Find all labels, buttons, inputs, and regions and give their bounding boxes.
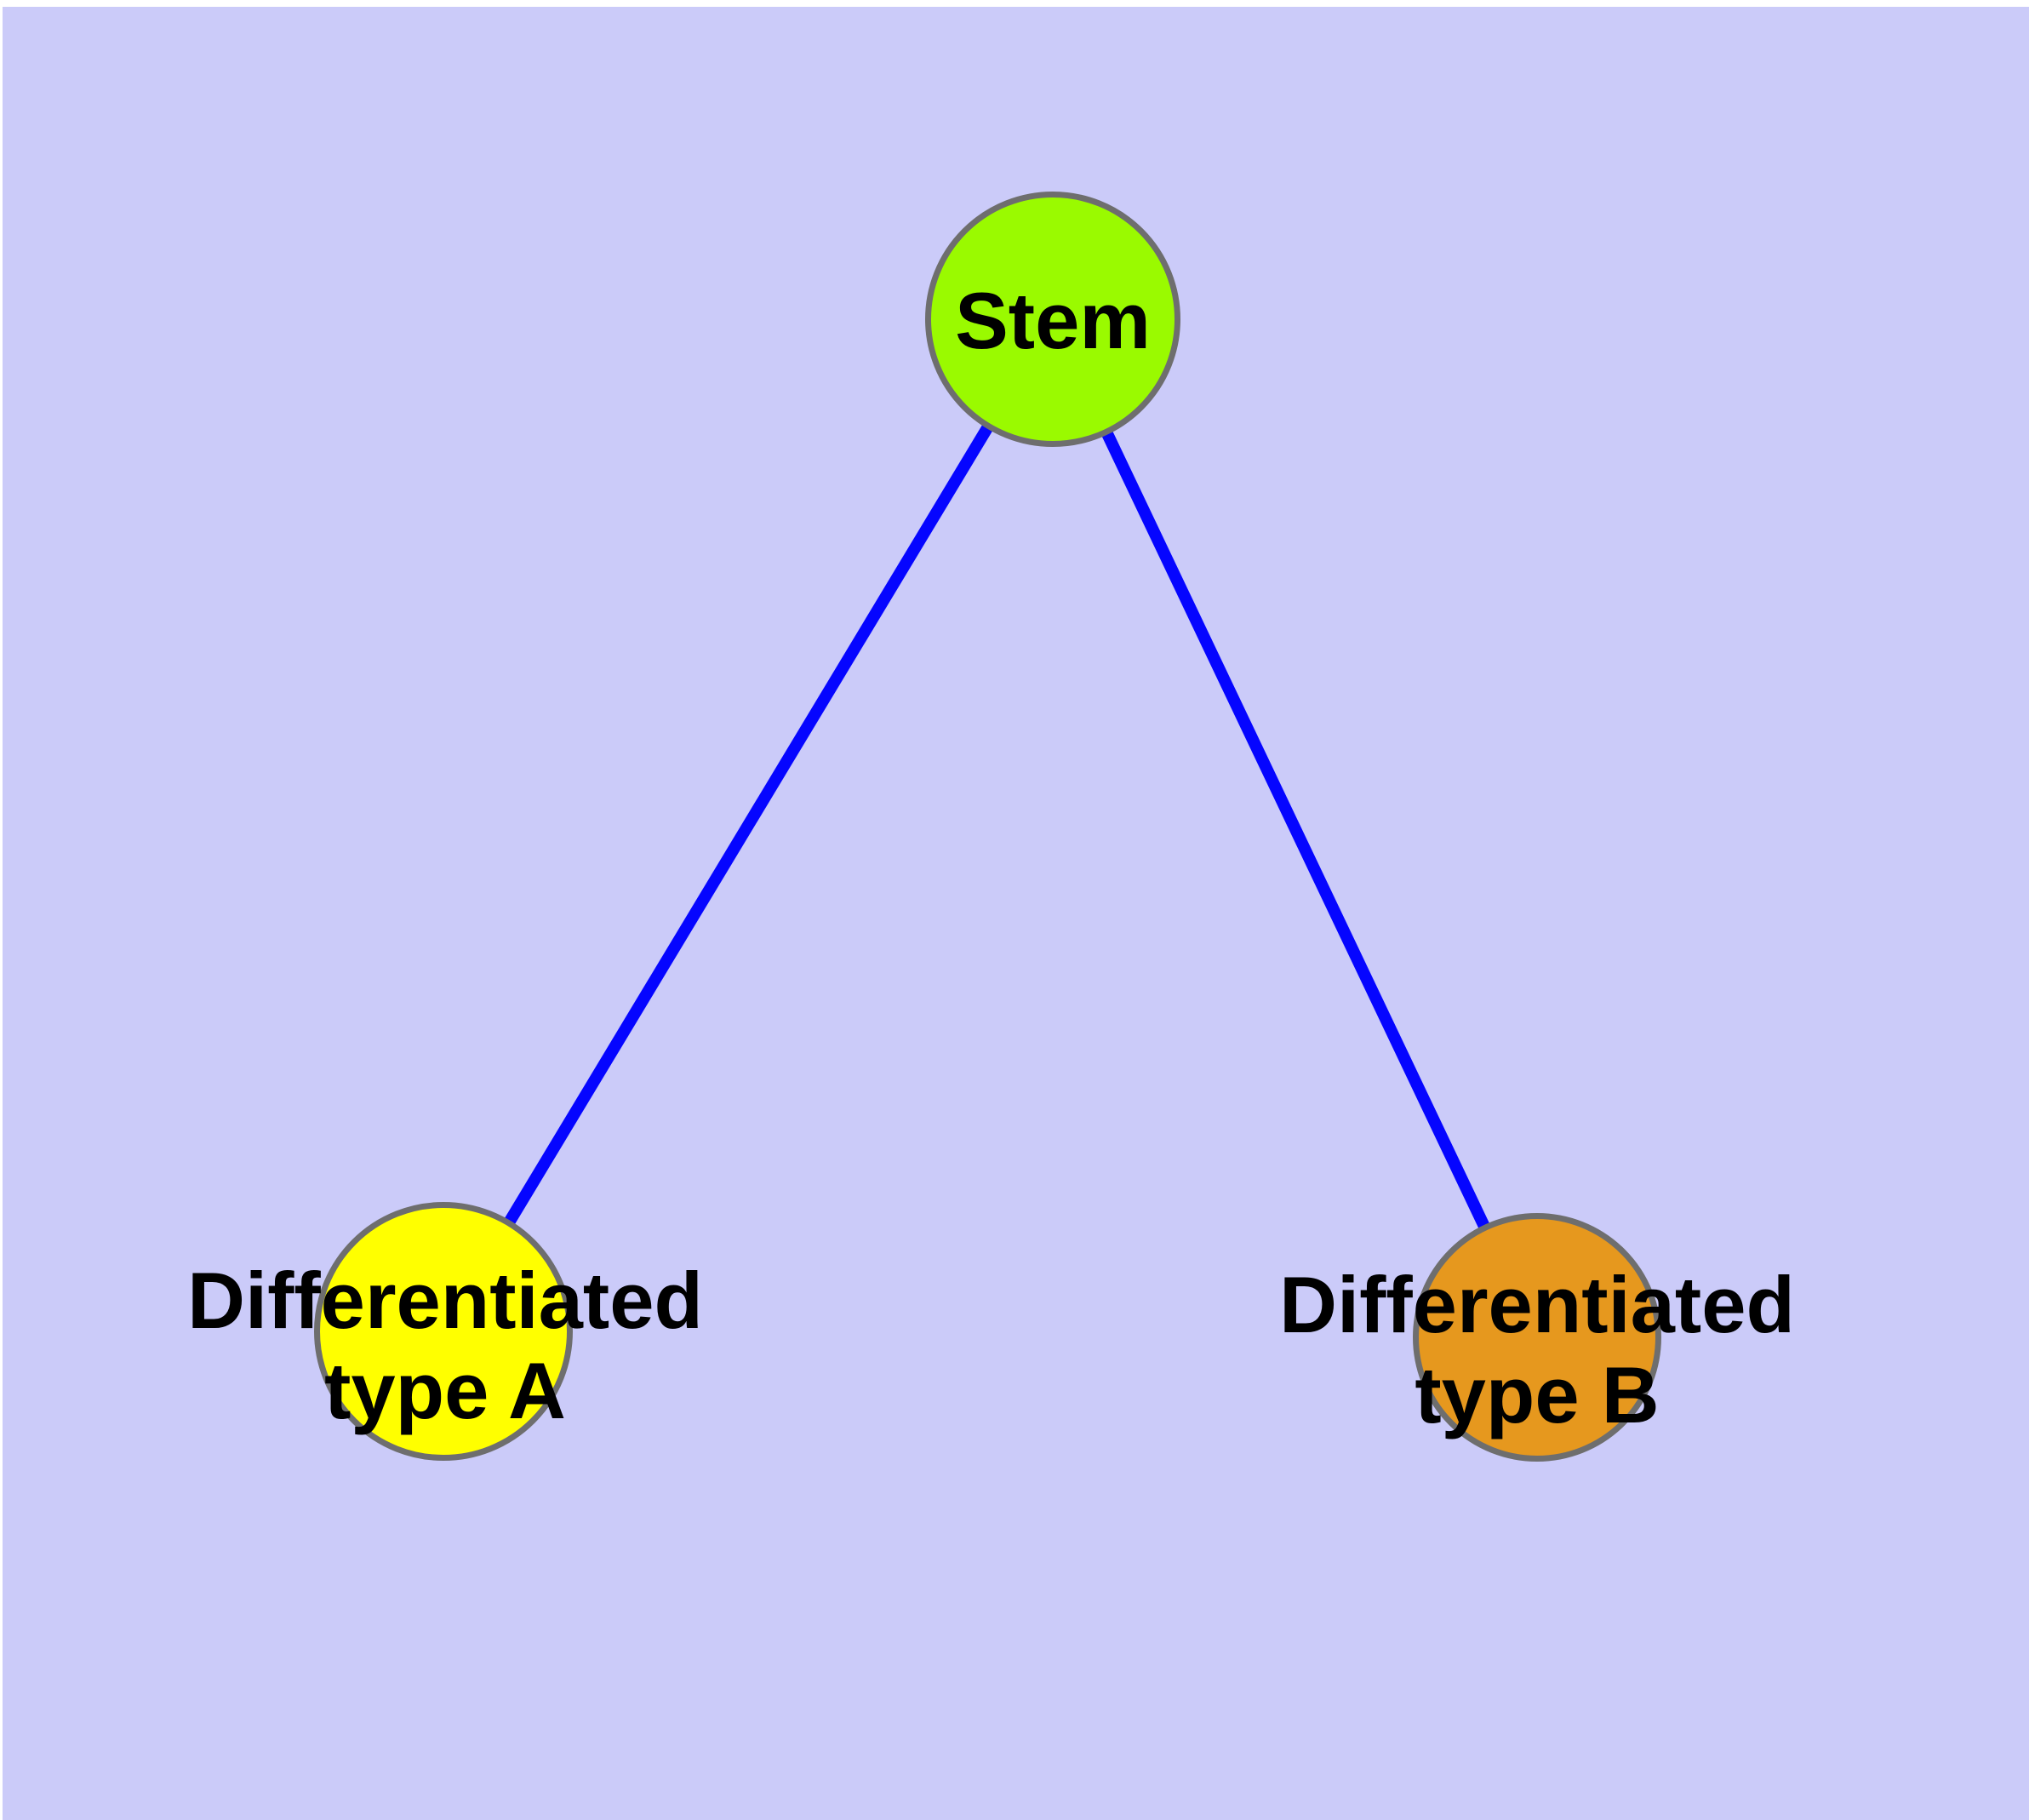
label-line: Differentiated <box>187 1256 703 1345</box>
label-line: Stem <box>955 276 1151 365</box>
label-line: Differentiated <box>1279 1260 1795 1349</box>
node-stem <box>925 192 1180 447</box>
node-differentiated-type-a <box>314 1202 573 1461</box>
node-differentiated-type-a-label: Differentiated type A <box>187 1256 703 1436</box>
edge-stem-to-type-a <box>438 316 1058 1335</box>
edge-stem-to-type-b <box>1047 316 1543 1341</box>
node-stem-label: Stem <box>955 276 1151 366</box>
plot-background: Stem Differentiated type A Differentiate… <box>3 7 2029 1820</box>
label-line: type B <box>1415 1350 1660 1439</box>
label-line: type A <box>324 1346 566 1435</box>
node-differentiated-type-b <box>1413 1213 1661 1462</box>
node-differentiated-type-b-label: Differentiated type B <box>1279 1260 1795 1440</box>
